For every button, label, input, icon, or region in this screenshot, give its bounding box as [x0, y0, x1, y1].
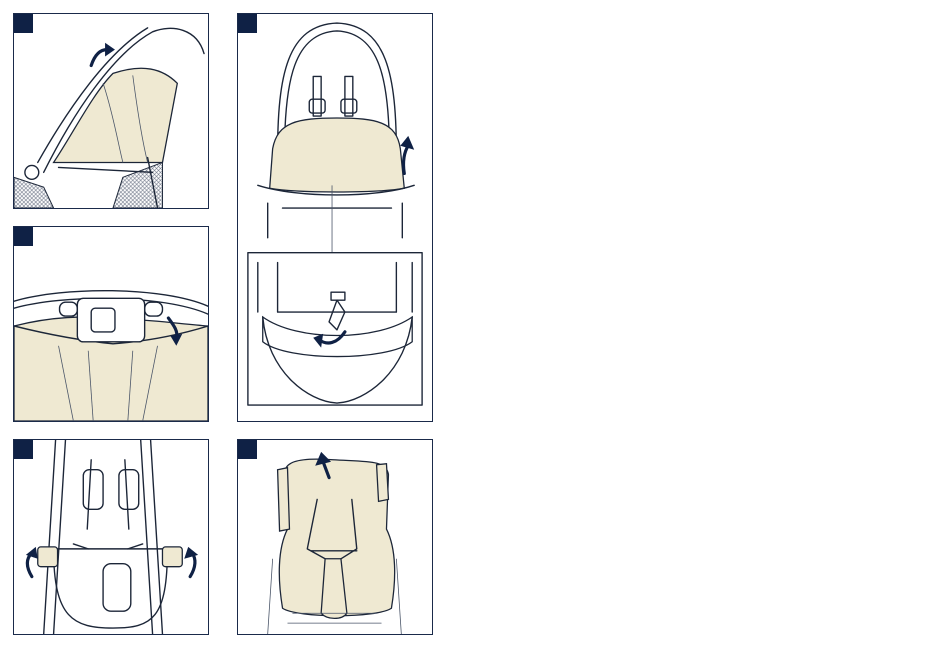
- step-badge: [238, 14, 257, 33]
- step-panel-4: [13, 439, 209, 635]
- step-badge: [14, 440, 33, 459]
- rotate-arrow-icon: [238, 14, 432, 421]
- rotate-arrow-icon: [14, 440, 208, 634]
- rotate-arrow-icon: [14, 14, 208, 208]
- step-panel-1: [13, 13, 209, 209]
- step-panel-2: [237, 13, 433, 422]
- rotate-arrow-icon: [14, 227, 208, 421]
- step-panel-5: [237, 439, 433, 635]
- step-panel-3: [13, 226, 209, 422]
- step-badge: [14, 227, 33, 246]
- step-badge: [14, 14, 33, 33]
- lift-arrow-icon: [238, 440, 432, 634]
- step-badge: [238, 440, 257, 459]
